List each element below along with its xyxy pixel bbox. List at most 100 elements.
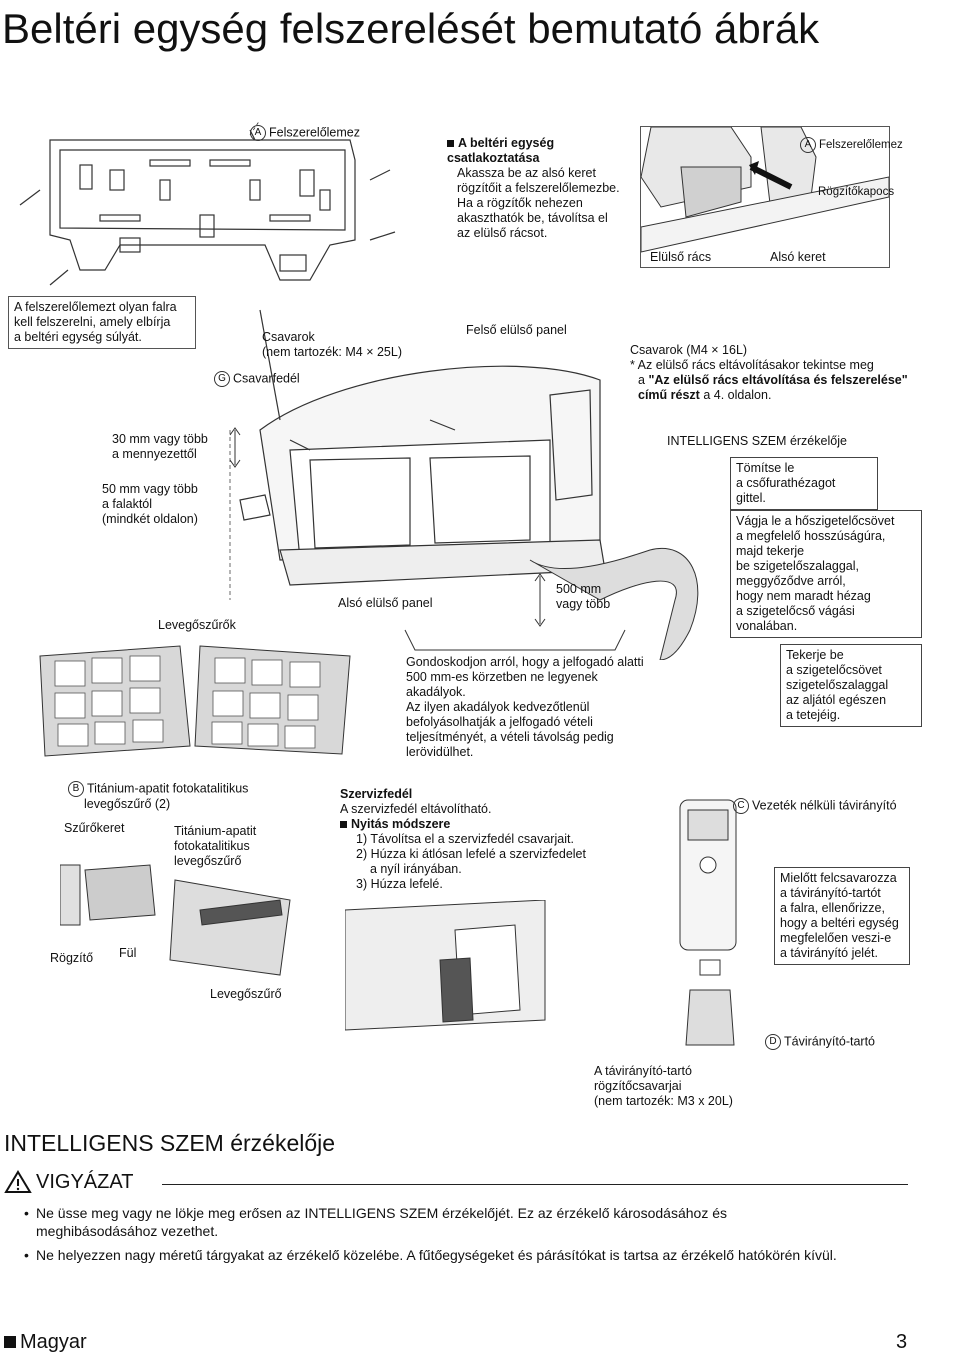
clearance-arrows <box>229 427 241 468</box>
service-step: a nyíl irányában. <box>370 862 462 876</box>
screws-16-line: című részt a 4. oldalon. <box>630 388 950 403</box>
ti-line: levegőszűrő <box>174 854 242 868</box>
caution-text: Ne helyezzen nagy méretű tárgyakat az ér… <box>36 1247 837 1263</box>
screws-16-note: Csavarok (M4 × 16L) * Az elülső rács elt… <box>630 343 950 403</box>
falaktol-line: (mindkét oldalon) <box>102 512 198 526</box>
remote-check-line: hogy a beltéri egység <box>780 916 899 930</box>
remote-check-line: a távirányító jelét. <box>780 946 878 960</box>
connect-line: akaszthatók be, távolítsa el <box>457 211 608 225</box>
label-elulso-racs: Elülső rács <box>650 250 712 264</box>
ti-line: Titánium-apatit <box>174 824 257 838</box>
bullet-dot-icon: • <box>24 1205 29 1221</box>
mount-note-line: A felszerelőlemezt olyan falra <box>14 300 177 314</box>
label-levegoszuro: Levegőszűrő <box>210 987 282 1001</box>
label-500mm: 500 mm vagy több <box>556 582 610 612</box>
service-step: 2) Húzza ki átlósan lefelé a szervizfede… <box>356 847 586 861</box>
label-rogzito: Rögzítő <box>50 951 94 965</box>
remote-check-line: Mielőtt felcsavarozza <box>780 871 897 885</box>
caution-label: VIGYÁZAT <box>36 1171 134 1193</box>
mount-note-line: kell felszerelni, amely elbírja <box>14 315 171 329</box>
titanium-filter-illustration <box>60 864 291 976</box>
service-note: Szervizfedél A szervizfedél eltávolíthat… <box>340 787 600 892</box>
wrap-line: Tekerje be <box>786 648 844 662</box>
seal-line: gittel. <box>736 491 766 505</box>
felszerelolemez-text: Felszerelőlemez <box>819 139 903 152</box>
remote-check-line: a falra, ellenőrizze, <box>780 901 885 915</box>
ti-line: fotokatalitikus <box>174 839 250 853</box>
label-szurokeret: Szűrőkeret <box>64 821 125 835</box>
mount-note-line: a beltéri egység súlyát. <box>14 330 142 344</box>
receiver-line: Az ilyen akadályok kedvezőtlenül <box>406 700 590 714</box>
cut-line: majd tekerje <box>736 544 805 558</box>
remote-check-line: a távirányító-tartót <box>780 886 881 900</box>
service-sub: A szervizfedél eltávolítható. <box>340 802 492 816</box>
holder-screws-line: rögzítőcsavarjai <box>594 1079 682 1093</box>
receiver-line: Gondoskodjon arról, hogy a jelfogadó ala… <box>406 655 644 669</box>
mounting-plate-illustration <box>19 120 396 286</box>
caution-item: • Ne üsse meg vagy ne lökje meg erősen a… <box>24 1204 936 1240</box>
caution-bar: VIGYÁZAT <box>4 1168 944 1198</box>
remote-control-illustration <box>679 799 737 1046</box>
remote-check-line: megfelelően veszi-e <box>780 931 892 945</box>
label-titanium-filter: Titánium-apatit fotokatalitikus levegősz… <box>174 824 256 869</box>
cut-line: a megfelelő hosszúságúra, <box>736 529 886 543</box>
letter-d-marker: D <box>765 1034 781 1050</box>
wrap-line: a tetejéig. <box>786 708 841 722</box>
remote-check-box: Mielőtt felcsavarozza a távirányító-tart… <box>774 867 910 965</box>
label-ful: Fül <box>119 946 137 960</box>
screws-16-line: * Az elülső rács eltávolításakor tekints… <box>630 358 874 372</box>
receiver-line: akadályok. <box>406 685 466 699</box>
letter-a-marker: A <box>250 125 266 141</box>
caution-item: • Ne helyezzen nagy méretű tárgyakat az … <box>24 1246 936 1264</box>
receiver-line: teljesítményét, a vételi távolság pedig <box>406 730 614 744</box>
csavarfedel-text: Csavarfedél <box>233 371 300 386</box>
screws-16-ref: "Az elülső rács eltávolítása és felszere… <box>648 373 908 387</box>
cut-line: meggyőződve arról, <box>736 574 846 588</box>
seal-note-box: Tömítse le a csőfurathézagot gittel. <box>730 457 878 510</box>
csavarok-line: (nem tartozék: M4 × 25L) <box>262 345 402 359</box>
screws-16-line: Csavarok (M4 × 16L) <box>630 343 748 357</box>
csavarok-line: Csavarok <box>262 330 315 344</box>
connect-line: az elülső rácsot. <box>457 226 548 240</box>
language-square-icon <box>4 1336 16 1348</box>
letter-g-marker: G <box>214 371 230 387</box>
label-also-panel: Alsó elülső panel <box>338 596 433 610</box>
service-step: 1) Távolítsa el a szervizfedél csavarjai… <box>356 832 574 846</box>
label-falaktol: 50 mm vagy több a falaktól (mindkét olda… <box>102 482 198 527</box>
screws-16-text: a <box>638 373 649 387</box>
bullet-square-icon <box>447 140 454 148</box>
connect-line: Ha a rögzítők nehezen <box>457 196 583 210</box>
tarto-text: Távirányító-tartó <box>784 1034 876 1049</box>
cut-line: hogy nem maradt hézag <box>736 589 871 603</box>
label-felso-panel: Felső elülső panel <box>466 323 567 337</box>
label-intelligens: INTELLIGENS SZEM érzékelője <box>667 434 847 448</box>
service-title: Szervizfedél <box>340 787 413 801</box>
label-csavarok: Csavarok (nem tartozék: M4 × 25L) <box>262 330 402 360</box>
screws-16-ref: című részt <box>638 388 700 402</box>
wrap-line: szigetelőszalaggal <box>786 678 889 692</box>
label-holder-screws: A távirányító-tartó rögzítőcsavarjai (ne… <box>594 1064 733 1109</box>
connect-note: A beltéri egység csatlakoztatása Akassza… <box>447 136 647 241</box>
mennyezet-line: a mennyezettől <box>112 447 197 461</box>
label-also-keret: Alsó keret <box>770 250 826 264</box>
service-method: Nyitás módszere <box>351 817 451 831</box>
connect-title: A beltéri egység csatlakoztatása <box>447 136 555 165</box>
receiver-line: 500 mm-es körzetben ne legyenek <box>406 670 598 684</box>
wrap-note-box: Tekerje be a szigetelőcsövet szigetelősz… <box>780 644 922 727</box>
language-text: Magyar <box>20 1331 87 1353</box>
page-title: Beltéri egység felszerelését bemutató áb… <box>2 5 820 52</box>
screws-16-line: a "Az elülső rács eltávolítása és felsze… <box>630 373 950 388</box>
cut-line: vonalában. <box>736 619 798 633</box>
warning-triangle-icon <box>4 1170 32 1193</box>
seal-line: a csőfurathézagot <box>736 476 836 490</box>
indoor-unit-illustration <box>229 309 699 660</box>
wrap-line: az aljától egészen <box>786 693 887 707</box>
screws-16-text: a 4. oldalon. <box>699 388 772 402</box>
cut-line: be szigetelőszalaggal, <box>736 559 859 573</box>
label-levegoszurok: Levegőszűrők <box>158 618 236 632</box>
caution-rule <box>162 1184 908 1185</box>
cut-line: Vágja le a hőszigetelőcsövet <box>736 514 895 528</box>
